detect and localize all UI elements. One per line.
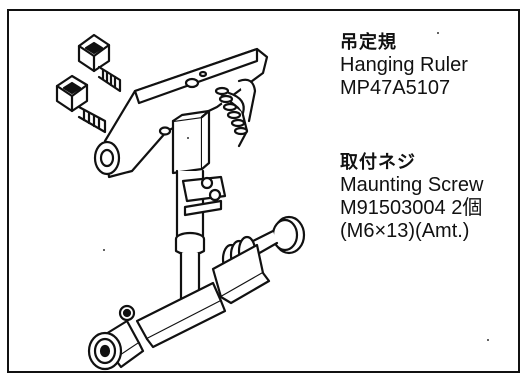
- mounting-screw-name-jp: 取付ネジ: [340, 152, 416, 173]
- hanging-ruler-name-jp: 吊定規: [340, 32, 397, 53]
- mounting-screw-spec: (M6×13)(Amt.): [340, 220, 470, 242]
- hanging-ruler-label: 吊定規 Hanging Ruler MP47A5107: [340, 31, 468, 100]
- hanging-ruler-part-number: MP47A5107: [340, 77, 451, 99]
- mounting-screw-part-number-qty: M91503004 2個: [340, 197, 483, 219]
- hanging-ruler-name-en: Hanging Ruler: [340, 54, 468, 76]
- scan-speck: [103, 249, 105, 251]
- mounting-screw-name-en: Maunting Screw: [340, 174, 484, 196]
- parts-illustration-frame: 吊定規 Hanging Ruler MP47A5107 取付ネジ Mauntin…: [7, 9, 520, 373]
- hanging-ruler-assembly-icon: [55, 33, 306, 371]
- scan-speck: [487, 339, 489, 341]
- scan-speck: [437, 32, 439, 34]
- socket-head-screw-icon: [77, 33, 122, 93]
- socket-head-screw-icon: [55, 74, 107, 134]
- scan-speck: [187, 137, 189, 139]
- mounting-screw-label: 取付ネジ Maunting Screw M91503004 2個 (M6×13)…: [340, 151, 483, 243]
